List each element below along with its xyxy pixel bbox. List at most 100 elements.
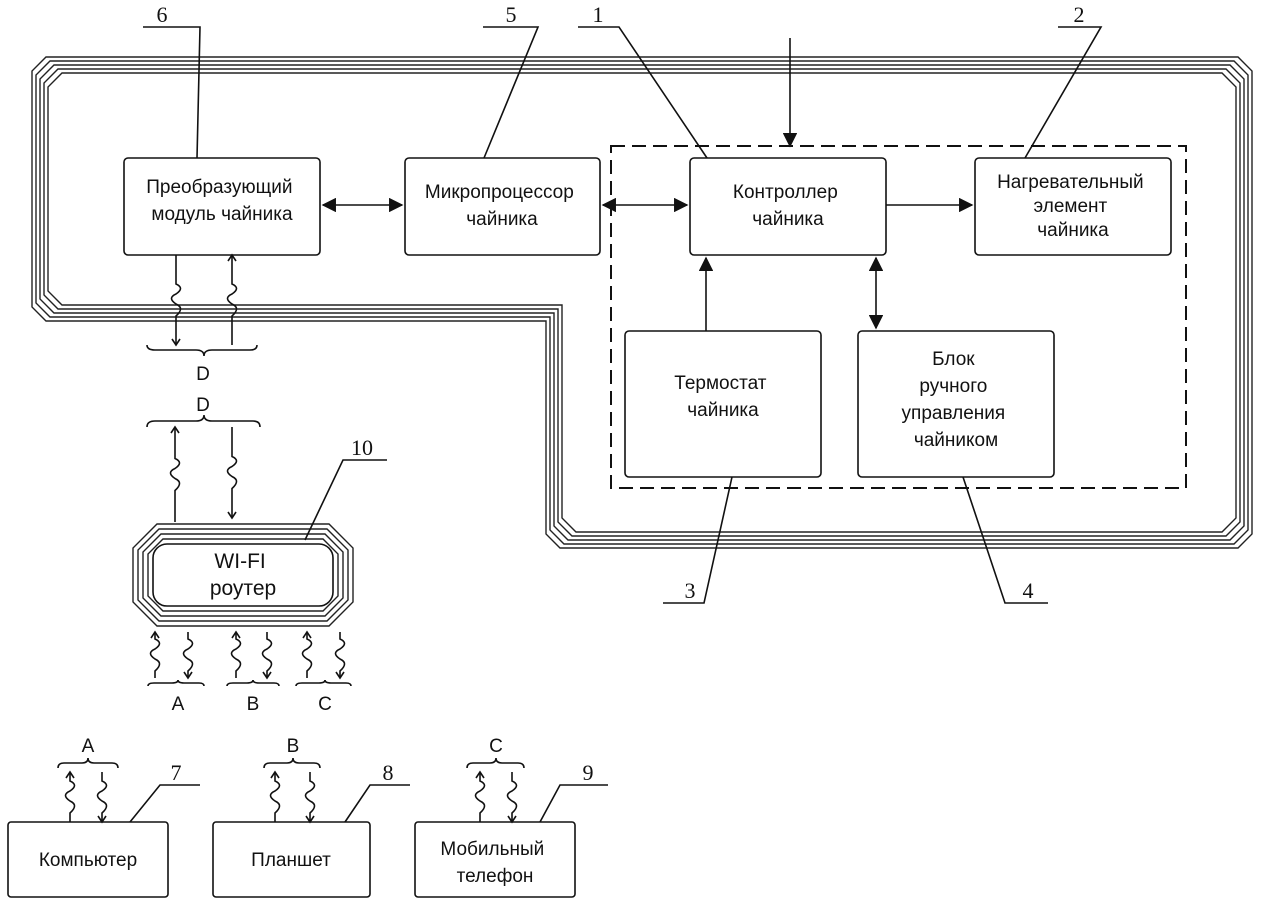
ref-number-10: 10 [351, 435, 373, 460]
computer-label: Компьютер [39, 850, 137, 871]
phone-label: Мобильный телефон [440, 839, 549, 887]
leader-9 [539, 784, 608, 823]
leader-8 [344, 784, 410, 823]
controller-block: Контроллер чайника [689, 157, 887, 256]
wireless-signals [64, 253, 518, 824]
signal-arrow-head [227, 511, 237, 520]
manual-control-label: Блок ручного управления чайником [902, 349, 1011, 451]
signal-braces [57, 344, 525, 769]
signal-arrow-head [171, 338, 181, 347]
reference-leaders [129, 26, 1103, 823]
signal-arrow-head [305, 815, 315, 824]
microprocessor-block: Микропроцессор чайника [404, 157, 601, 256]
leader-5 [483, 26, 540, 159]
router-frame-line [132, 523, 354, 627]
signal-wire [230, 632, 242, 678]
signal-wire [474, 772, 486, 822]
brace-c-router [295, 679, 352, 687]
signal-arrow-head [97, 815, 107, 824]
tablet-block: Планшет [212, 821, 371, 898]
ref-number-3: 3 [685, 578, 696, 603]
signal-a-device: A [82, 736, 95, 757]
signal-arrow-head [65, 770, 75, 779]
signal-arrow-head [335, 671, 345, 680]
heater-label: Нагревательный элемент чайника [997, 172, 1149, 241]
signal-wire [261, 632, 273, 678]
microprocessor-label: Микропроцессор чайника [425, 182, 579, 230]
brace-a-router [147, 679, 205, 687]
signal-wire [226, 255, 238, 345]
signal-a-router: A [172, 694, 185, 715]
kettle-enclosure [610, 145, 1187, 489]
signal-b-router: B [247, 694, 260, 715]
leader-10 [304, 459, 387, 541]
ref-number-6: 6 [157, 2, 168, 27]
signal-wire [64, 772, 76, 822]
ref-number-9: 9 [583, 760, 594, 785]
bus-line [31, 56, 1253, 549]
signal-arrow-head [231, 630, 241, 639]
signal-arrow-head [262, 671, 272, 680]
controller-label: Контроллер чайника [733, 182, 843, 230]
signal-b-device: B [287, 736, 300, 757]
signal-wire [96, 772, 108, 822]
signal-arrow-head [150, 630, 160, 639]
leader-6 [143, 26, 201, 159]
leader-1 [578, 26, 708, 159]
brace-a-device [57, 757, 119, 769]
signal-arrow-head [170, 425, 180, 434]
router-frame-line [147, 538, 339, 612]
signal-d-bottom: D [196, 395, 210, 416]
signal-wire [182, 632, 194, 678]
leader-4 [962, 476, 1048, 604]
signal-c-device: C [489, 736, 503, 757]
phone-block: Мобильный телефон [414, 821, 576, 898]
bus-line [39, 64, 1245, 541]
computer-block: Компьютер [7, 821, 169, 898]
signal-wire [269, 772, 281, 822]
signal-wire [170, 255, 182, 345]
signal-wire [334, 632, 346, 678]
brace-d-top [146, 344, 258, 357]
ref-number-7: 7 [171, 760, 182, 785]
signal-wire [149, 632, 161, 678]
converter-label: Преобразующий модуль чайника [146, 177, 298, 225]
signal-arrow-head [183, 671, 193, 680]
bus-line [47, 72, 1237, 533]
signal-arrow-head [302, 630, 312, 639]
heater-block: Нагревательный элемент чайника [974, 157, 1172, 256]
kettle-bus [31, 56, 1253, 549]
leader-7 [129, 784, 200, 823]
brace-b-router [226, 679, 280, 687]
signal-arrow-head [507, 815, 517, 824]
bus-line [43, 68, 1241, 537]
ref-number-5: 5 [506, 2, 517, 27]
router-frame-line [137, 528, 349, 622]
signal-d-top: D [196, 364, 210, 385]
signal-wire [169, 427, 181, 522]
ref-number-2: 2 [1074, 2, 1085, 27]
brace-c-device [466, 757, 525, 769]
leader-2 [1024, 26, 1103, 159]
router-block: WI-FI роутер [152, 543, 334, 607]
signal-arrow-head [475, 770, 485, 779]
ref-number-4: 4 [1023, 578, 1034, 603]
signal-c-router: C [318, 694, 332, 715]
ref-number-1: 1 [593, 2, 604, 27]
signal-wire [226, 427, 238, 518]
thermostat-label: Термостат чайника [674, 373, 771, 421]
signal-wire [304, 772, 316, 822]
signal-wire [506, 772, 518, 822]
bus-line [35, 60, 1249, 545]
thermostat-block: Термостат чайника [624, 330, 822, 478]
brace-d-bottom [146, 414, 261, 428]
router-frames [132, 523, 354, 627]
manual-control-block: Блок ручного управления чайником [857, 330, 1055, 478]
tablet-label: Планшет [251, 850, 331, 871]
converter-block: Преобразующий модуль чайника [123, 157, 321, 256]
router-frame-line [142, 533, 344, 617]
signal-arrow-head [270, 770, 280, 779]
leader-3 [663, 476, 733, 604]
ref-number-8: 8 [383, 760, 394, 785]
